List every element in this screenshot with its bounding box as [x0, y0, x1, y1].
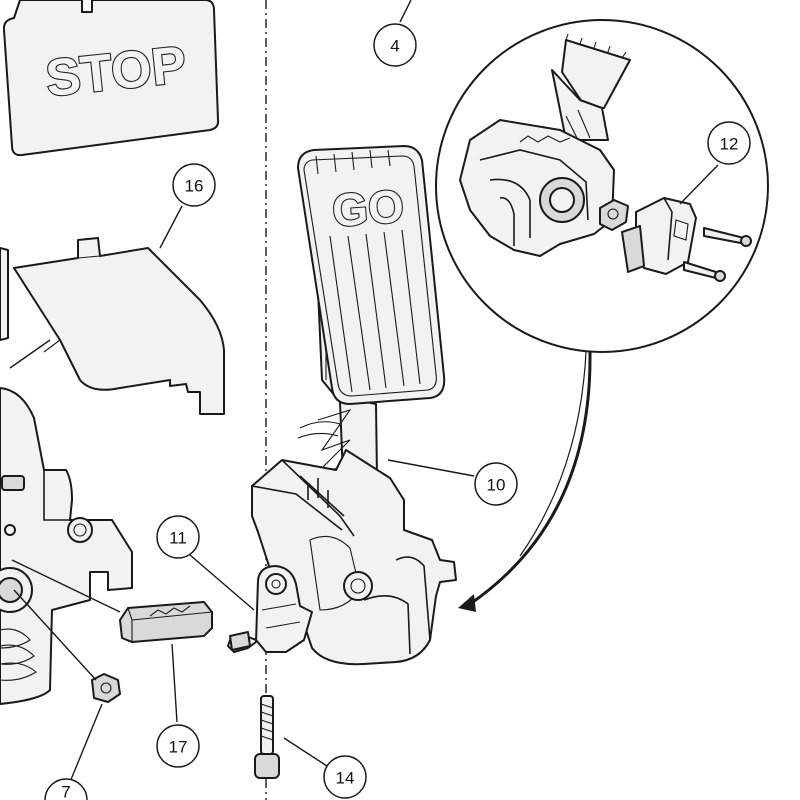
- cover-part-16: [13, 237, 225, 415]
- bolt-part-14: [254, 695, 280, 779]
- callout-11-label: 11: [169, 529, 187, 548]
- callout-12-label: 12: [720, 135, 739, 154]
- callout-16: 16: [172, 163, 216, 207]
- callout-14: 14: [323, 755, 367, 799]
- sensor-detail-inset: [435, 19, 769, 353]
- callout-16-label: 16: [185, 177, 204, 196]
- callout-10-label: 10: [487, 476, 506, 495]
- stop-pedal-pad: STOP: [2, 0, 220, 157]
- go-pedal-text: GO: [330, 180, 405, 237]
- stop-pedal-text: STOP: [43, 36, 189, 108]
- callout-14-label: 14: [336, 769, 355, 788]
- callout-4: 4: [373, 23, 417, 67]
- brake-pedal-bracket: [0, 247, 133, 705]
- callout-7: 7: [44, 778, 88, 800]
- callout-11: 11: [156, 515, 200, 559]
- callout-10: 10: [474, 462, 518, 506]
- detail-arrow: [458, 351, 592, 612]
- callout-17-label: 17: [169, 738, 188, 757]
- nut-part-7: [91, 673, 121, 703]
- bumper-part-17: [119, 601, 213, 643]
- pivot-arm-part-11: [227, 565, 313, 653]
- leader-lines: [9, 0, 719, 783]
- callout-12: 12: [707, 121, 751, 165]
- callout-7-label: 7: [61, 783, 70, 800]
- callout-4-label: 4: [390, 37, 399, 56]
- callout-17: 17: [156, 724, 200, 768]
